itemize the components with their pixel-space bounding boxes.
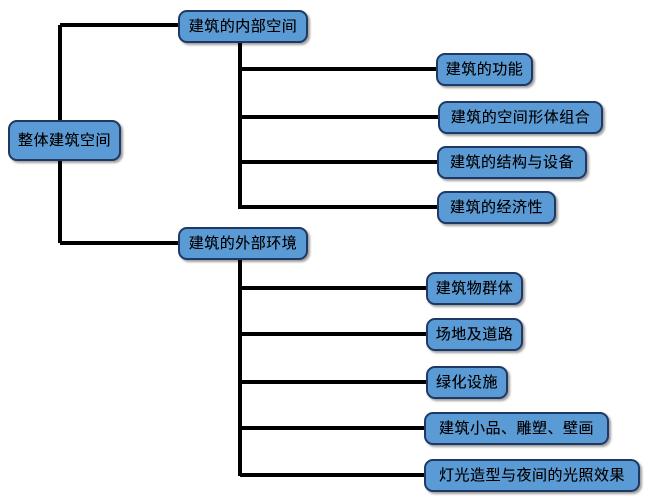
- node-leaf-inner-3-label: 建筑的结构与设备: [449, 153, 574, 171]
- node-leaf-outer-3[interactable]: 绿化设施: [426, 366, 508, 399]
- node-leaf-inner-4[interactable]: 建筑的经济性: [437, 191, 556, 224]
- node-leaf-outer-2[interactable]: 场地及道路: [426, 318, 523, 351]
- node-leaf-outer-4-label: 建筑小品、雕塑、壁画: [438, 419, 594, 437]
- node-root-label: 整体建筑空间: [17, 131, 111, 149]
- node-branch-inner[interactable]: 建筑的内部空间: [178, 10, 308, 43]
- node-leaf-inner-2[interactable]: 建筑的空间形体组合: [438, 101, 603, 134]
- node-leaf-inner-3[interactable]: 建筑的结构与设备: [437, 146, 587, 179]
- node-root[interactable]: 整体建筑空间: [8, 120, 121, 161]
- node-leaf-inner-1[interactable]: 建筑的功能: [436, 53, 533, 86]
- node-branch-outer-label: 建筑的外部环境: [188, 234, 298, 252]
- node-leaf-outer-4[interactable]: 建筑小品、雕塑、壁画: [424, 412, 609, 445]
- node-leaf-outer-5[interactable]: 灯光造型与夜间的光照效果: [424, 459, 640, 492]
- node-leaf-inner-4-label: 建筑的经济性: [449, 198, 543, 216]
- node-leaf-outer-1[interactable]: 建筑物群体: [426, 272, 523, 305]
- node-leaf-outer-2-label: 场地及道路: [435, 325, 514, 343]
- node-leaf-outer-3-label: 绿化设施: [435, 373, 498, 391]
- node-branch-inner-label: 建筑的内部空间: [188, 17, 298, 35]
- node-leaf-inner-1-label: 建筑的功能: [445, 60, 524, 78]
- node-leaf-outer-1-label: 建筑物群体: [435, 279, 514, 297]
- node-leaf-inner-2-label: 建筑的空间形体组合: [450, 108, 591, 126]
- node-branch-outer[interactable]: 建筑的外部环境: [178, 227, 308, 260]
- node-leaf-outer-5-label: 灯光造型与夜间的光照效果: [438, 466, 625, 484]
